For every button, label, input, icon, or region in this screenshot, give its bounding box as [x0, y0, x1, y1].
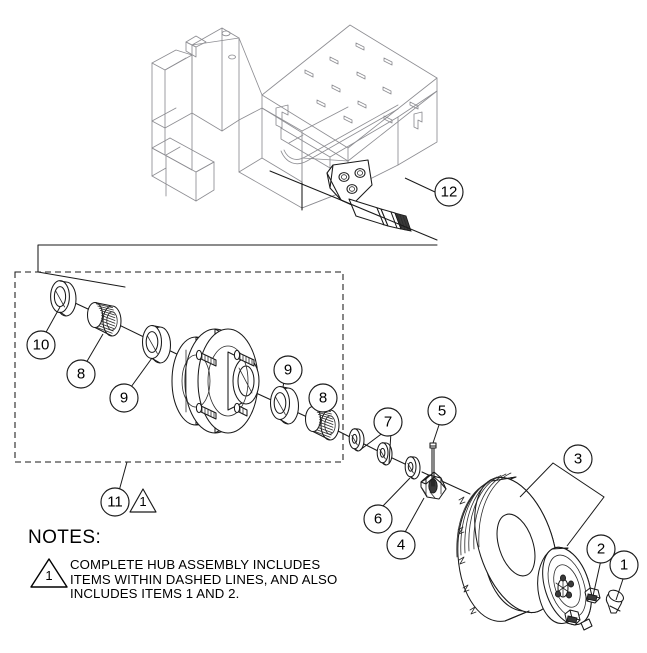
- notes-block: NOTES: 1 COMPLETE HUB ASSEMBLY INCLUDES …: [28, 528, 358, 602]
- callout-9-right[interactable]: 9: [273, 355, 303, 385]
- tire: [456, 472, 558, 622]
- note-text: COMPLETE HUB ASSEMBLY INCLUDES ITEMS WIT…: [70, 557, 338, 602]
- callout-6-label: 6: [374, 511, 382, 528]
- callout-10[interactable]: 10: [26, 330, 56, 360]
- wheel-bolt-exploded: [580, 589, 624, 631]
- callout-10-label: 10: [33, 337, 50, 354]
- machine-frame-assembly: [151, 24, 438, 211]
- callout-9-left-label: 9: [120, 390, 128, 407]
- note-flag-label: 1: [139, 494, 146, 509]
- callout-3[interactable]: 3: [563, 444, 593, 474]
- grease-seal: [50, 280, 77, 317]
- callout-2[interactable]: 2: [586, 534, 616, 564]
- hub-studs: [195, 349, 255, 420]
- wheel-hub: [171, 328, 260, 434]
- note-flag-number: 1: [45, 568, 53, 583]
- note-triangle-flag: 1: [28, 556, 70, 590]
- callout-12[interactable]: 12: [434, 177, 464, 207]
- callout-1[interactable]: 1: [609, 550, 639, 580]
- callout-2-label: 2: [597, 541, 605, 558]
- notes-heading: NOTES:: [28, 527, 102, 548]
- callout-4-label: 4: [397, 537, 405, 554]
- callout-8-right-label: 8: [319, 390, 327, 407]
- callout-8-left[interactable]: 8: [66, 359, 96, 389]
- callout-8-left-label: 8: [77, 366, 85, 383]
- callout-4[interactable]: 4: [386, 530, 416, 560]
- cotter-pin: [429, 442, 437, 487]
- lug-nut-exploded: [564, 587, 601, 626]
- axle-spindle-part: [348, 198, 412, 232]
- note-flag-on-drawing: 1: [129, 488, 157, 513]
- castle-nut: [420, 471, 447, 500]
- callout-5[interactable]: 5: [427, 396, 457, 426]
- spindle-mounting-bracket: [326, 159, 373, 206]
- callout-11[interactable]: 11: [100, 487, 130, 517]
- wheel-rim: [537, 546, 592, 626]
- callout-9-right-label: 9: [284, 362, 292, 379]
- rim-lug-nuts: [554, 574, 575, 599]
- callout-7-label: 7: [384, 414, 392, 431]
- note-item: 1 COMPLETE HUB ASSEMBLY INCLUDES ITEMS W…: [28, 556, 358, 602]
- callout-1-label: 1: [620, 557, 628, 574]
- callout-9-left[interactable]: 9: [109, 383, 139, 413]
- callout-5-label: 5: [438, 403, 446, 420]
- callout-3-label: 3: [574, 451, 582, 468]
- callout-8-right[interactable]: 8: [308, 383, 338, 413]
- callout-7[interactable]: 7: [373, 407, 403, 437]
- callout-6[interactable]: 6: [363, 504, 393, 534]
- callout-12-label: 12: [441, 184, 458, 201]
- callout-11-label: 11: [107, 494, 123, 511]
